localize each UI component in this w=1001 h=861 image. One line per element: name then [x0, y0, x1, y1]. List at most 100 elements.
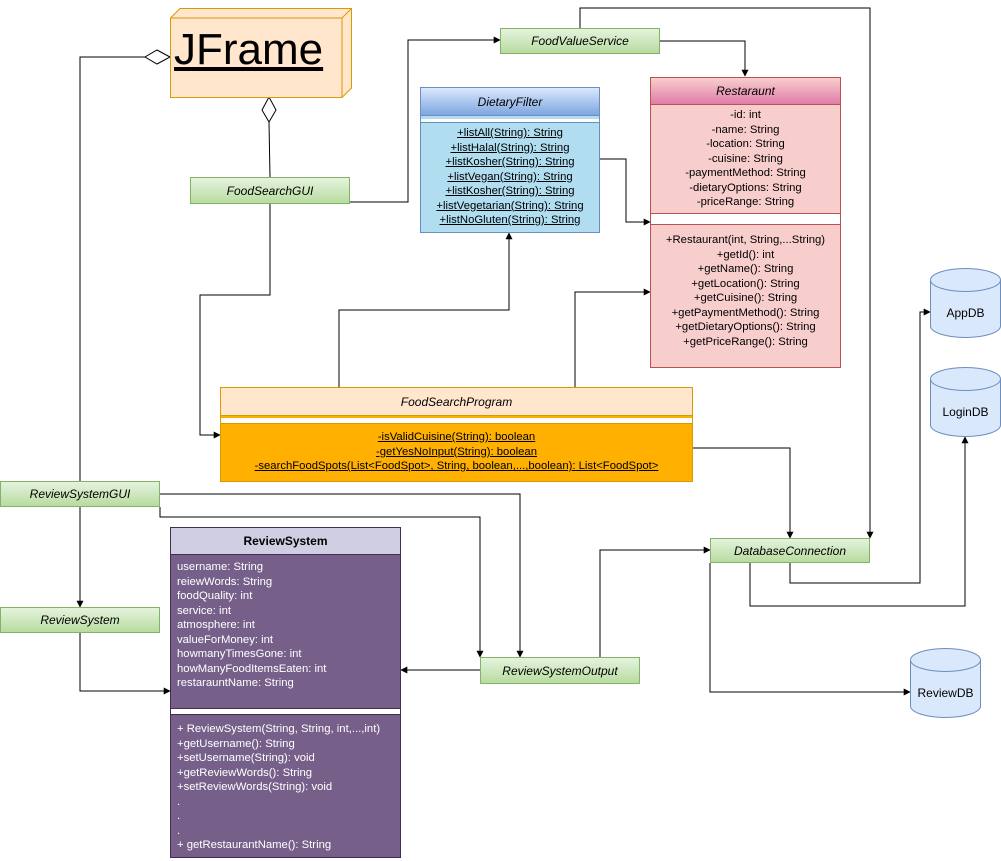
review-system-class-header-line [171, 554, 400, 555]
edge-reviewsystemgui-output-a [160, 493, 524, 658]
restaurant-attribute: -id: int [730, 109, 761, 121]
restaurant-class[interactable]: Restaraunt -id: int -name: String -locatio… [650, 77, 841, 368]
food-search-program-class[interactable]: FoodSearchProgram -isValidCuisine(String… [220, 387, 693, 482]
edge-foodsearchgui-foodvalueservice [350, 36, 501, 203]
food-search-program-header-line [221, 415, 692, 416]
database-icon [910, 648, 981, 718]
review-system-method: + ReviewSystem(String, String, int,...,i… [177, 723, 381, 735]
restaurant-methods: +Restaurant(int, String,...String) +getId… [651, 233, 840, 349]
edge-foodsearchprogram-dietaryfilter [338, 232, 513, 387]
database-icon [930, 268, 1001, 338]
restaurant-method: +getPaymentMethod(): String [671, 306, 820, 319]
food-search-program-title: FoodSearchProgram [221, 388, 692, 415]
appdb-cylinder[interactable]: AppDB [930, 268, 1001, 338]
database-icon [930, 367, 1001, 437]
restaurant-attribute: -dietaryOptions: String [689, 181, 802, 194]
edge-foodvalueservice-restaraunt [660, 40, 749, 77]
review-system-method: +getReviewWords(): String [177, 766, 313, 779]
review-system-attribute: restarauntName: String [177, 677, 294, 689]
food-search-program-method: -isValidCuisine(String): boolean [377, 431, 536, 443]
dietary-filter-header-line [421, 115, 599, 116]
food-search-program-methods: -isValidCuisine(String): boolean -getYesN… [221, 430, 692, 474]
edge-databaseconnection-appdb [789, 308, 931, 584]
review-system-attribute: atmosphere: int [177, 619, 255, 631]
food-search-program-divider [221, 418, 692, 424]
food-search-gui-box[interactable]: FoodSearchGUI [190, 177, 350, 204]
edge-reviewsystem-class [79, 633, 171, 695]
restaurant-method: +getCuisine(): String [693, 292, 798, 304]
restaurant-method: +getDietaryOptions(): String [675, 321, 816, 333]
edge-jframe-reviewsystem [76, 56, 145, 608]
edge-foodsearchprogram-databaseconnection [693, 447, 794, 539]
review-system-method: . [177, 824, 181, 837]
restaurant-attribute: -location: String [706, 138, 785, 150]
dietary-filter-method: +listVegan(String): String [447, 170, 573, 183]
review-system-gui-box[interactable]: ReviewSystemGUI [0, 481, 160, 507]
review-system-class-divider [171, 708, 400, 715]
aggregation-diamond-bottom [261, 95, 277, 123]
appdb-label: AppDB [946, 306, 985, 320]
restaurant-method: +getId(): int [716, 248, 775, 261]
dietary-filter-method: +listAll(String): String [457, 127, 563, 139]
review-system-method: . [177, 810, 181, 822]
dietary-filter-method: +listKosher(String): String [445, 156, 575, 168]
restaurant-method: +getPriceRange(): String [683, 335, 808, 348]
edge-foodvalueservice-databaseconnection [579, 7, 874, 539]
restaurant-method: +Restaurant(int, String,...String) [665, 234, 826, 246]
restaurant-header-line [651, 104, 840, 105]
jframe-label: JFrame [174, 25, 324, 74]
review-system-attribute: reiewWords: String [177, 575, 273, 588]
review-system-method: . [177, 795, 181, 808]
review-system-method: + getRestaurantName(): String [177, 839, 332, 851]
edge-databaseconnection-reviewdb [709, 563, 911, 696]
dietary-filter-title: DietaryFilter [421, 88, 599, 115]
restaurant-divider [651, 213, 840, 225]
aggregation-diamond-left [144, 49, 172, 65]
logindb-label: LoginDB [942, 405, 989, 419]
restaurant-attribute: -name: String [711, 123, 780, 136]
food-search-program-method: -searchFoodSpots(List<FoodSpot>, String,… [254, 460, 659, 472]
review-system-box[interactable]: ReviewSystem [0, 607, 160, 633]
review-system-method: +setReviewWords(String): void [177, 781, 333, 793]
review-system-class-methods: + ReviewSystem(String, String, int,...,i… [177, 722, 400, 853]
review-system-class-title: ReviewSystem [171, 528, 400, 554]
edge-databaseconnection-logindb [749, 436, 969, 607]
review-system-attribute: username: String [177, 561, 264, 573]
review-system-attribute: howManyFoodItemsEaten: int [177, 662, 327, 675]
review-system-attribute: valueForMoney: int [177, 633, 274, 646]
edge-reviewsystemgui-output-b [159, 507, 484, 658]
reviewdb-label: ReviewDB [917, 686, 974, 700]
review-system-method: +getUsername(): String [177, 737, 295, 750]
edge-dietaryfilter-restaraunt [600, 158, 651, 226]
restaurant-attribute: -cuisine: String [708, 152, 783, 165]
edge-jframe-foodsearchgui [268, 121, 271, 178]
dietary-filter-method: +listNoGluten(String): String [439, 214, 581, 226]
logindb-cylinder[interactable]: LoginDB [930, 367, 1001, 437]
edge-output-databaseconnection [599, 546, 711, 657]
restaurant-attributes: -id: int -name: String -location: String -c… [651, 108, 840, 210]
restaurant-attribute: -priceRange: String [696, 196, 795, 208]
review-system-attribute: howmanyTimesGone: int [177, 648, 302, 660]
review-system-class-attributes: username: String reiewWords: String foodQu… [177, 560, 400, 691]
review-system-method: +setUsername(String): void [177, 752, 315, 764]
food-search-program-method: -getYesNoInput(String): boolean [376, 445, 537, 458]
reviewdb-cylinder[interactable]: ReviewDB [910, 648, 981, 718]
dietary-filter-method: +listHalal(String): String [450, 141, 570, 154]
dietary-filter-method: +listKosher(String): String [445, 185, 575, 197]
food-value-service-box[interactable]: FoodValueService [500, 28, 660, 54]
dietary-filter-class[interactable]: DietaryFilter +listAll(String): String +l… [420, 87, 600, 233]
review-system-attribute: service: int [177, 604, 231, 617]
edge-foodsearchgui-foodsearchprogram [199, 204, 271, 439]
review-system-attribute: foodQuality: int [177, 590, 253, 602]
database-connection-box[interactable]: DatabaseConnection [710, 538, 870, 563]
dietary-filter-divider [421, 119, 599, 123]
review-system-class[interactable]: ReviewSystem username: String reiewWords:… [170, 527, 401, 858]
restaurant-title: Restaraunt [651, 78, 840, 104]
edge-foodsearchprogram-restaraunt [574, 288, 651, 387]
jframe-cube-shape [170, 8, 352, 98]
dietary-filter-method: +listVegetarian(String): String [436, 199, 584, 212]
jframe-box[interactable]: JFrame [170, 8, 352, 98]
review-system-output-box[interactable]: ReviewSystemOutput [480, 657, 640, 684]
restaurant-method: +getLocation(): String [691, 277, 800, 290]
